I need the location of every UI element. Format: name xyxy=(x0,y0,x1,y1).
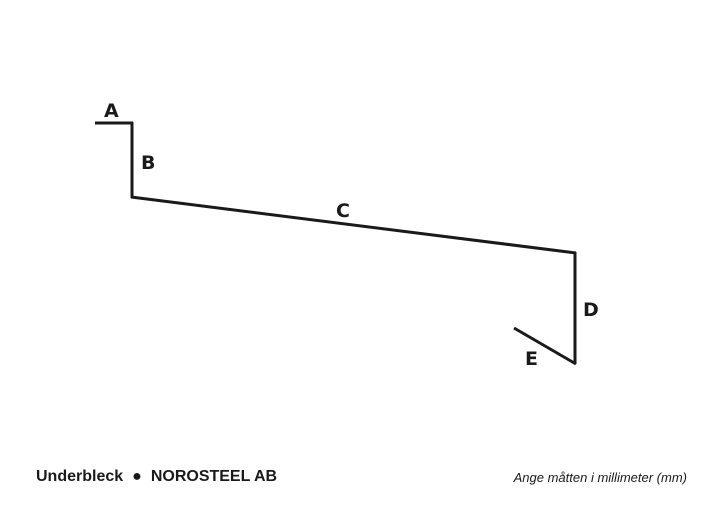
segment-e-line xyxy=(513,326,577,366)
segment-b-label: B xyxy=(141,152,155,174)
segment-c-label: C xyxy=(336,200,350,222)
measurement-instruction: Ange måtten i millimeter (mm) xyxy=(513,470,687,485)
footer-title: Underbleck ● NOROSTEEL AB xyxy=(36,468,277,486)
segment-a-label: A xyxy=(104,100,119,122)
company-name: NOROSTEEL AB xyxy=(150,468,278,485)
product-name: Underbleck xyxy=(36,468,124,485)
segment-e-label: E xyxy=(525,348,538,370)
bullet-separator: ● xyxy=(132,468,142,485)
segment-d-label: D xyxy=(583,299,599,321)
segment-c-line xyxy=(130,195,577,255)
